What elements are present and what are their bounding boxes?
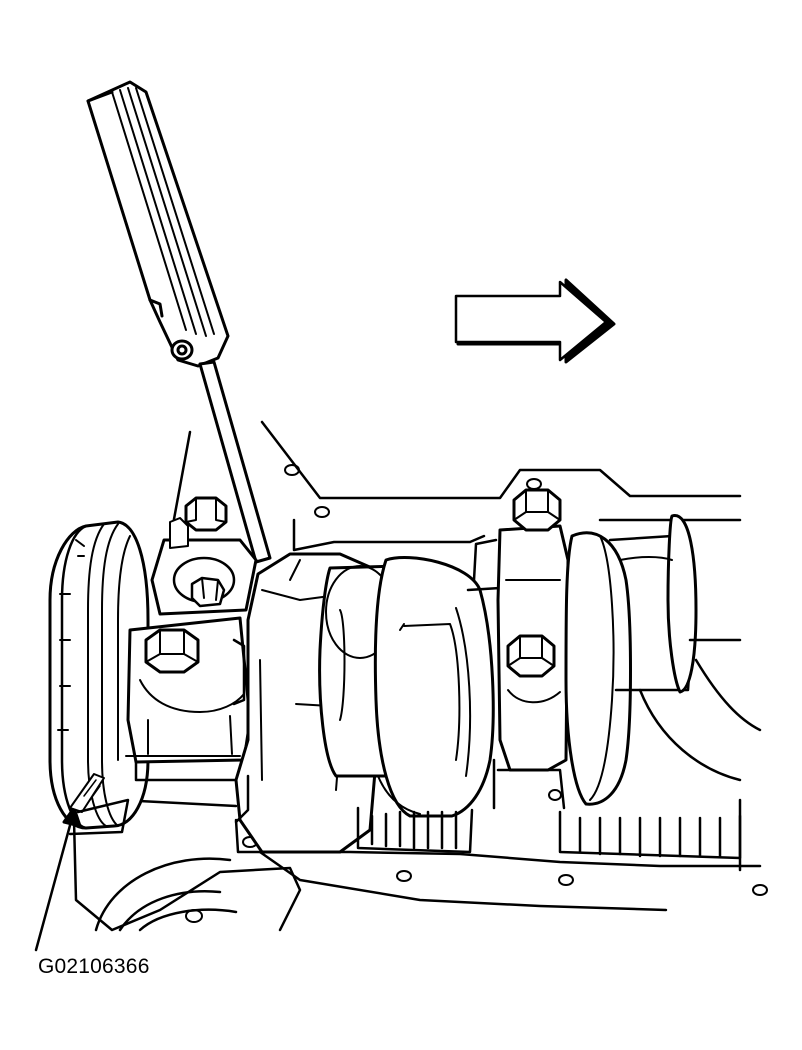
bracket-bolt	[186, 498, 226, 530]
bolt-hole	[549, 790, 561, 800]
bolt-hole	[527, 479, 541, 489]
bolt-hole	[397, 871, 411, 881]
direction-arrow-icon	[456, 280, 614, 362]
counterweight	[375, 558, 502, 816]
main-cap-bolt	[514, 490, 560, 530]
main-cap-bolt	[508, 636, 554, 676]
main-bearing-cap-rear	[126, 618, 250, 780]
block-lower-center	[494, 760, 564, 808]
oil-pump-bracket	[152, 498, 256, 704]
bolt-hole	[753, 885, 767, 895]
main-cap-bolt	[146, 630, 198, 672]
bracket-bolt	[192, 578, 224, 606]
feeler-gauge-blade	[200, 362, 270, 562]
pointer-arrow-icon	[36, 774, 128, 950]
feeler-gauge-handle	[88, 82, 228, 366]
feeler-gauge	[88, 82, 270, 562]
pan-rail-teeth-left	[358, 808, 472, 852]
bolt-hole	[285, 465, 299, 475]
main-bearing-cap-center	[474, 490, 568, 770]
engine-block	[172, 422, 767, 910]
main-journal-right	[566, 516, 760, 805]
bolt-hole	[315, 507, 329, 517]
pivot-pin	[172, 341, 192, 359]
figure-code: G02106366	[38, 955, 150, 978]
block-lower-left	[236, 776, 248, 822]
pan-rail-teeth-right	[560, 812, 740, 858]
bolt-hole	[559, 875, 573, 885]
